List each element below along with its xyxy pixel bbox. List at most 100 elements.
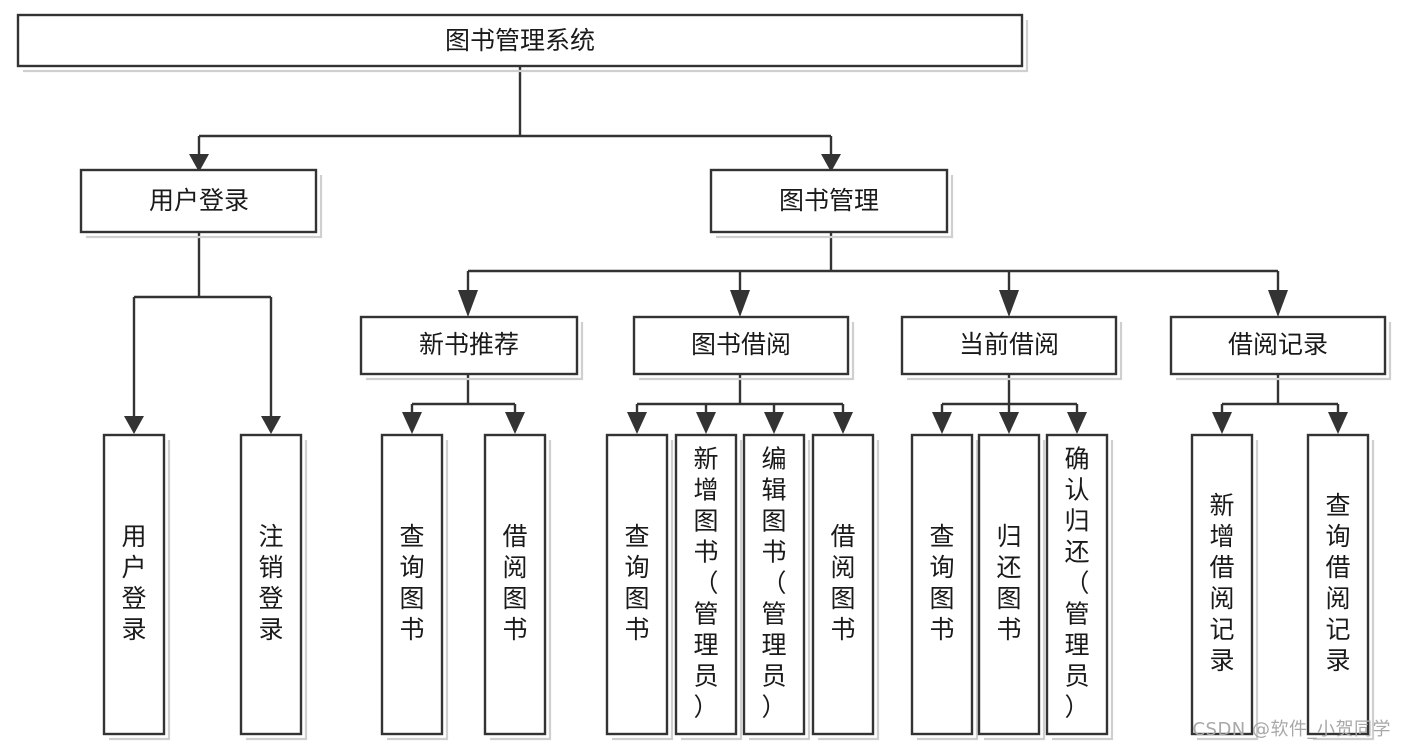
node-leaf-9-shadow: [917, 440, 979, 741]
arrow-to-leaf-6: [696, 412, 716, 434]
node-leaf-10[interactable]: 归还图书: [977, 433, 1046, 741]
node-leaf-3-label: 查询图书: [399, 522, 424, 644]
node-leaf-10-label: 归还图书: [996, 522, 1021, 644]
node-records-shadow: [1176, 322, 1392, 381]
node-borrow-box: [632, 315, 850, 376]
node-root-shadow: [23, 20, 1029, 73]
node-newbook[interactable]: 新书推荐: [359, 315, 584, 381]
node-leaf-3[interactable]: 查询图书: [380, 433, 449, 741]
node-leaf-1-label: 用户登录: [121, 522, 146, 644]
node-leaf-13-label: 查询借阅记录: [1325, 491, 1350, 675]
node-leaf-10-box: [977, 433, 1041, 736]
arrow-to-records: [1268, 290, 1288, 317]
node-leaf-11-label: 确认归还（管理员）: [1064, 445, 1089, 722]
node-leaf-5-box: [605, 433, 669, 736]
node-leaf-6-box: [674, 433, 738, 736]
edge-root-to-level2: [197, 66, 833, 156]
node-leaf-9-label: 查询图书: [929, 522, 954, 644]
arrow-to-leaf-8: [833, 412, 853, 434]
node-newbook-shadow: [366, 322, 584, 381]
node-leaf-5-label: 查询图书: [624, 522, 649, 644]
edge-bookmgmt-to-level3: [466, 232, 1280, 292]
node-records[interactable]: 借阅记录: [1169, 315, 1392, 381]
node-leaf-7-label: 编辑图书（管理员）: [761, 445, 786, 722]
node-leaf-7-shadow: [749, 440, 811, 741]
node-leaf-12-shadow: [1197, 440, 1259, 741]
node-leaf-8-box: [811, 433, 875, 736]
node-newbook-label: 新书推荐: [419, 330, 519, 359]
arrow-to-leaf-2: [261, 416, 281, 434]
node-leaf-6-label: 新增图书（管理员）: [693, 445, 718, 722]
node-root-box: [16, 13, 1024, 68]
edge-borrow-to-leaves: [635, 374, 845, 416]
node-leaf-4-shadow: [490, 440, 552, 741]
arrow-to-leaf-10: [999, 412, 1019, 434]
node-leaf-1[interactable]: 用户登录: [102, 433, 171, 741]
node-leaf-2-label: 注销登录: [258, 522, 283, 644]
node-leaf-5-shadow: [612, 440, 674, 741]
node-leaf-8[interactable]: 借阅图书: [811, 433, 880, 741]
node-borrow[interactable]: 图书借阅: [632, 315, 855, 381]
node-leaf-9[interactable]: 查询图书: [910, 433, 979, 741]
node-leaf-9-box: [910, 433, 974, 736]
node-leaf-2[interactable]: 注销登录: [239, 433, 308, 741]
node-bookmgmt-shadow: [716, 175, 954, 239]
node-leaf-1-box: [102, 433, 166, 736]
arrow-to-leaf-12: [1212, 412, 1232, 434]
arrow-to-leaf-11: [1067, 412, 1087, 434]
node-bookmgmt-label: 图书管理: [779, 186, 879, 215]
node-current-box: [900, 315, 1118, 376]
arrow-to-leaf-3: [402, 412, 422, 434]
node-leaf-12-box: [1190, 433, 1254, 736]
node-login[interactable]: 用户登录: [79, 168, 323, 239]
node-leaf-12[interactable]: 新增借阅记录: [1190, 433, 1259, 741]
node-login-label: 用户登录: [149, 186, 249, 215]
node-borrow-shadow: [639, 322, 855, 381]
node-root[interactable]: 图书管理系统: [16, 13, 1029, 73]
arrow-to-leaf-4: [505, 412, 525, 434]
node-leaf-8-shadow: [818, 440, 880, 741]
edge-current-to-leaves: [940, 374, 1079, 416]
node-current[interactable]: 当前借阅: [900, 315, 1123, 381]
node-bookmgmt-box: [709, 168, 949, 234]
arrow-to-bookmgmt: [821, 154, 841, 172]
edge-records-to-leaves: [1220, 374, 1340, 416]
node-leaf-3-shadow: [387, 440, 449, 741]
node-leaf-11-shadow: [1052, 440, 1114, 741]
edge-newbook-to-leaves: [410, 374, 517, 416]
node-borrow-label: 图书借阅: [691, 330, 791, 359]
arrow-to-leaf-13: [1328, 412, 1348, 434]
edge-login-to-leaves: [132, 232, 273, 418]
arrow-to-newbook: [458, 290, 478, 317]
node-leaf-13-box: [1306, 433, 1370, 736]
arrow-to-borrow: [730, 290, 750, 317]
arrow-to-leaf-7: [764, 412, 784, 434]
node-records-box: [1169, 315, 1387, 376]
edge-layer: [124, 66, 1348, 434]
node-leaf-4[interactable]: 借阅图书: [483, 433, 552, 741]
node-leaf-2-shadow: [246, 440, 308, 741]
node-leaf-12-label: 新增借阅记录: [1209, 491, 1234, 675]
node-login-box: [79, 168, 318, 234]
node-leaf-4-box: [483, 433, 547, 736]
node-login-shadow: [86, 175, 323, 239]
node-newbook-box: [359, 315, 579, 376]
node-leaf-7-box: [742, 433, 806, 736]
node-leaf-3-box: [380, 433, 444, 736]
node-leaf-13[interactable]: 查询借阅记录: [1306, 433, 1375, 741]
node-leaf-5[interactable]: 查询图书: [605, 433, 674, 741]
node-bookmgmt[interactable]: 图书管理: [709, 168, 954, 239]
node-leaf-7[interactable]: 编辑图书（管理员）: [742, 433, 811, 741]
node-leaf-11-box: [1045, 433, 1109, 736]
arrow-to-leaf-5: [627, 412, 647, 434]
arrow-to-login: [189, 154, 209, 172]
node-leaf-2-box: [239, 433, 303, 736]
node-leaf-6-shadow: [681, 440, 743, 741]
node-leaf-1-shadow: [109, 440, 171, 741]
node-records-label: 借阅记录: [1228, 330, 1328, 359]
node-leaf-11[interactable]: 确认归还（管理员）: [1045, 433, 1114, 741]
node-leaf-6[interactable]: 新增图书（管理员）: [674, 433, 743, 741]
node-current-label: 当前借阅: [959, 330, 1059, 359]
